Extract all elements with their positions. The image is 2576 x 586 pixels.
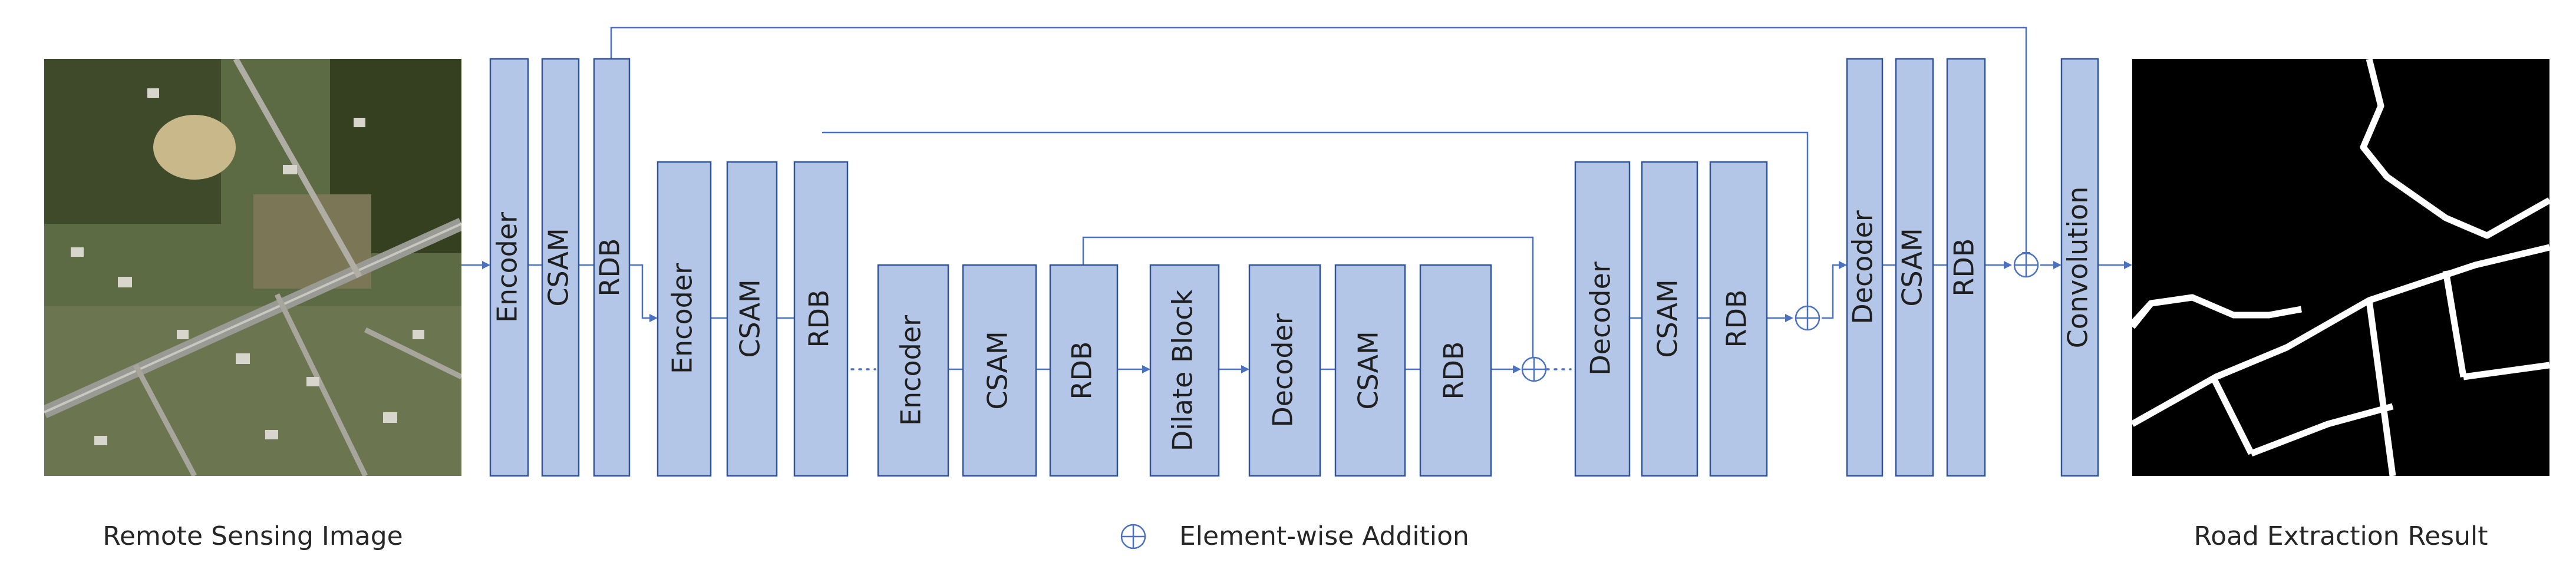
svg-text:CSAM: CSAM <box>1896 228 1928 306</box>
block-level2-decoder-csam: CSAM <box>1641 161 1698 477</box>
block-level2-csam: CSAM <box>726 161 778 477</box>
svg-text:RDB: RDB <box>1438 342 1470 400</box>
block-level1-csam: CSAM <box>541 58 580 477</box>
legend-label: Element-wise Addition <box>1179 521 1469 551</box>
svg-text:RDB: RDB <box>1066 342 1098 400</box>
legend-plus-icon <box>1120 524 1146 549</box>
skip-connection-level2 <box>822 131 1809 307</box>
svg-text:Encoder: Encoder <box>667 263 698 374</box>
svg-text:CSAM: CSAM <box>734 279 766 357</box>
svg-text:Convolution: Convolution <box>2062 187 2094 349</box>
svg-text:Dilate Block: Dilate Block <box>1167 289 1199 451</box>
svg-text:CSAM: CSAM <box>982 331 1014 409</box>
block-convolution: Convolution <box>2060 58 2099 477</box>
svg-text:CSAM: CSAM <box>1353 331 1384 409</box>
main-flow-connectors <box>461 261 2132 373</box>
block-level2-decoder: Decoder <box>1574 161 1631 477</box>
svg-text:Decoder: Decoder <box>1267 313 1299 428</box>
block-level3-rdb: RDB <box>1049 264 1119 477</box>
svg-text:Decoder: Decoder <box>1847 210 1879 325</box>
block-level3-encoder: Encoder <box>877 264 949 477</box>
block-level1-rdb: RDB <box>593 58 631 477</box>
svg-text:CSAM: CSAM <box>543 228 575 306</box>
block-level1-encoder: Encoder <box>489 58 529 477</box>
road-extraction-result <box>2132 59 2549 476</box>
block-level3-decoder-csam: CSAM <box>1334 264 1406 477</box>
skip-connection-level1 <box>610 27 2027 252</box>
svg-text:RDB: RDB <box>1721 290 1753 348</box>
block-level2-encoder: Encoder <box>657 161 712 477</box>
block-level2-rdb: RDB <box>793 161 849 477</box>
svg-text:Encoder: Encoder <box>492 212 523 323</box>
block-level1-decoder-rdb: RDB <box>1946 58 1986 477</box>
skip-connection-level3 <box>1082 236 1534 358</box>
svg-text:RDB: RDB <box>594 239 626 297</box>
block-level3-csam: CSAM <box>962 264 1037 477</box>
remote-sensing-image <box>44 59 461 476</box>
caption-output: Road Extraction Result <box>2194 521 2488 551</box>
addition-node-level1 <box>2013 252 2039 278</box>
addition-node-level2 <box>1795 305 1820 331</box>
svg-text:RDB: RDB <box>1948 239 1980 297</box>
svg-text:Encoder: Encoder <box>895 315 927 426</box>
addition-node-level3 <box>1521 356 1547 382</box>
block-level1-decoder-csam: CSAM <box>1895 58 1934 477</box>
caption-input: Remote Sensing Image <box>103 521 403 551</box>
block-level3-decoder: Decoder <box>1248 264 1321 477</box>
block-level2-decoder-rdb: RDB <box>1709 161 1768 477</box>
block-level3-decoder-rdb: RDB <box>1419 264 1492 477</box>
block-level1-decoder: Decoder <box>1846 58 1884 477</box>
svg-text:RDB: RDB <box>803 290 835 348</box>
svg-text:Decoder: Decoder <box>1585 261 1617 376</box>
svg-text:CSAM: CSAM <box>1652 279 1684 357</box>
block-dilate: Dilate Block <box>1149 264 1220 477</box>
